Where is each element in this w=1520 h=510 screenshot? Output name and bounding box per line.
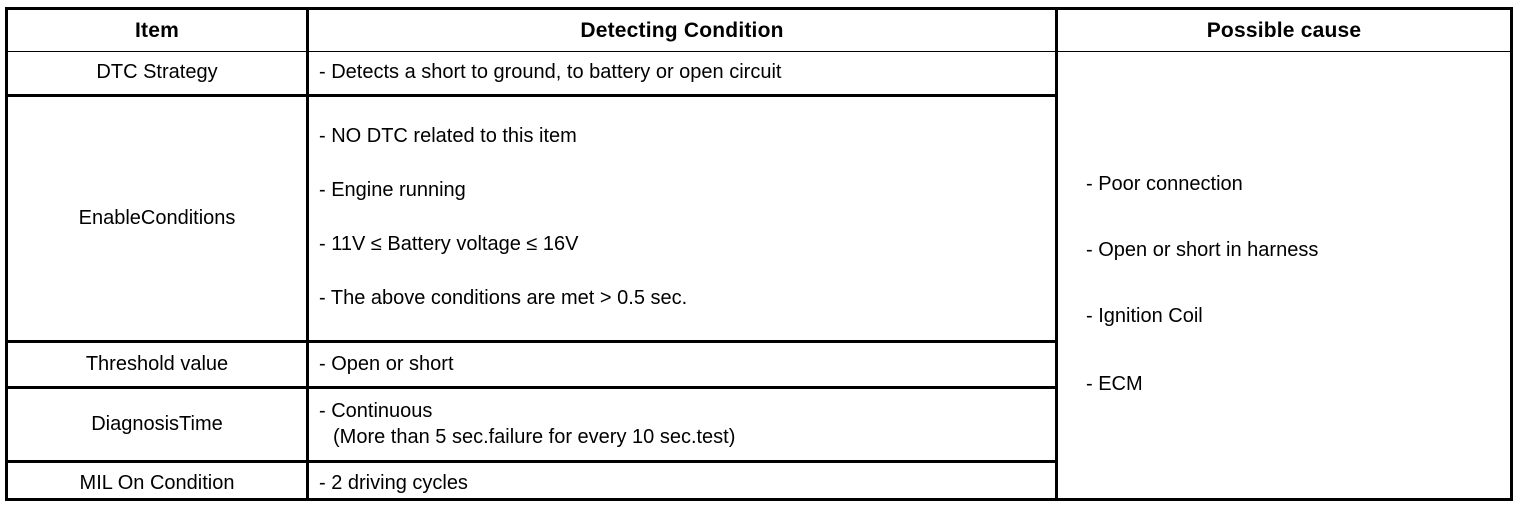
table-grid: Item Detecting Condition Possible cause … xyxy=(8,10,1510,498)
condition-line-detail: (More than 5 sec.failure for every 10 se… xyxy=(333,426,736,448)
possible-cause-item: - ECM xyxy=(1086,373,1143,395)
enable-conditions-list: - NO DTC related to this item - Engine r… xyxy=(309,97,1055,340)
row-condition-enable-conditions: - NO DTC related to this item - Engine r… xyxy=(309,97,1055,340)
row-divider-diagnosis-time xyxy=(8,460,1055,463)
condition-line: - The above conditions are met > 0.5 sec… xyxy=(319,287,688,310)
header-possible-cause: Possible cause xyxy=(1206,18,1362,42)
dtc-diagnosis-table: Item Detecting Condition Possible cause … xyxy=(5,7,1513,501)
possible-cause-cell: - Poor connection - Open or short in har… xyxy=(1058,51,1510,498)
possible-cause-item: - Open or short in harness xyxy=(1086,239,1319,261)
row-label-dtc-strategy: DTC Strategy xyxy=(96,61,218,83)
header-detecting-condition: Detecting Condition xyxy=(580,18,784,42)
condition-line: - 2 driving cycles xyxy=(319,472,468,494)
row-label-enable-conditions: EnableConditions xyxy=(78,207,236,229)
row-condition-dtc-strategy: - Detects a short to ground, to battery … xyxy=(309,51,1055,94)
condition-line: - Open or short xyxy=(319,353,454,375)
column-divider-item-condition xyxy=(306,10,309,498)
possible-cause-list: - Poor connection - Open or short in har… xyxy=(1072,51,1510,498)
condition-line: - Detects a short to ground, to battery … xyxy=(319,61,782,83)
row-divider-header xyxy=(8,51,1510,52)
row-condition-mil-on-condition: - 2 driving cycles xyxy=(309,463,1055,504)
row-divider-enable-conditions xyxy=(8,340,1055,343)
diagnosis-time-list: - Continuous (More than 5 sec.failure fo… xyxy=(309,389,1055,460)
row-condition-diagnosis-time: - Continuous (More than 5 sec.failure fo… xyxy=(309,389,1055,460)
column-divider-condition-cause xyxy=(1055,10,1058,498)
condition-line: - Continuous xyxy=(319,400,433,422)
possible-cause-item: - Ignition Coil xyxy=(1086,305,1203,327)
row-label-mil-on-condition: MIL On Condition xyxy=(79,472,235,494)
row-divider-threshold-value xyxy=(8,386,1055,389)
condition-line: - NO DTC related to this item xyxy=(319,124,577,147)
row-condition-threshold-value: - Open or short xyxy=(309,343,1055,386)
condition-line: - Engine running xyxy=(319,178,466,201)
possible-cause-item: - Poor connection xyxy=(1086,173,1243,195)
row-divider-dtc-strategy xyxy=(8,94,1055,97)
header-item: Item xyxy=(135,18,179,42)
row-label-diagnosis-time: DiagnosisTime xyxy=(91,413,223,435)
row-label-threshold-value: Threshold value xyxy=(85,353,229,375)
condition-line: - 11V ≤ Battery voltage ≤ 16V xyxy=(319,233,579,256)
